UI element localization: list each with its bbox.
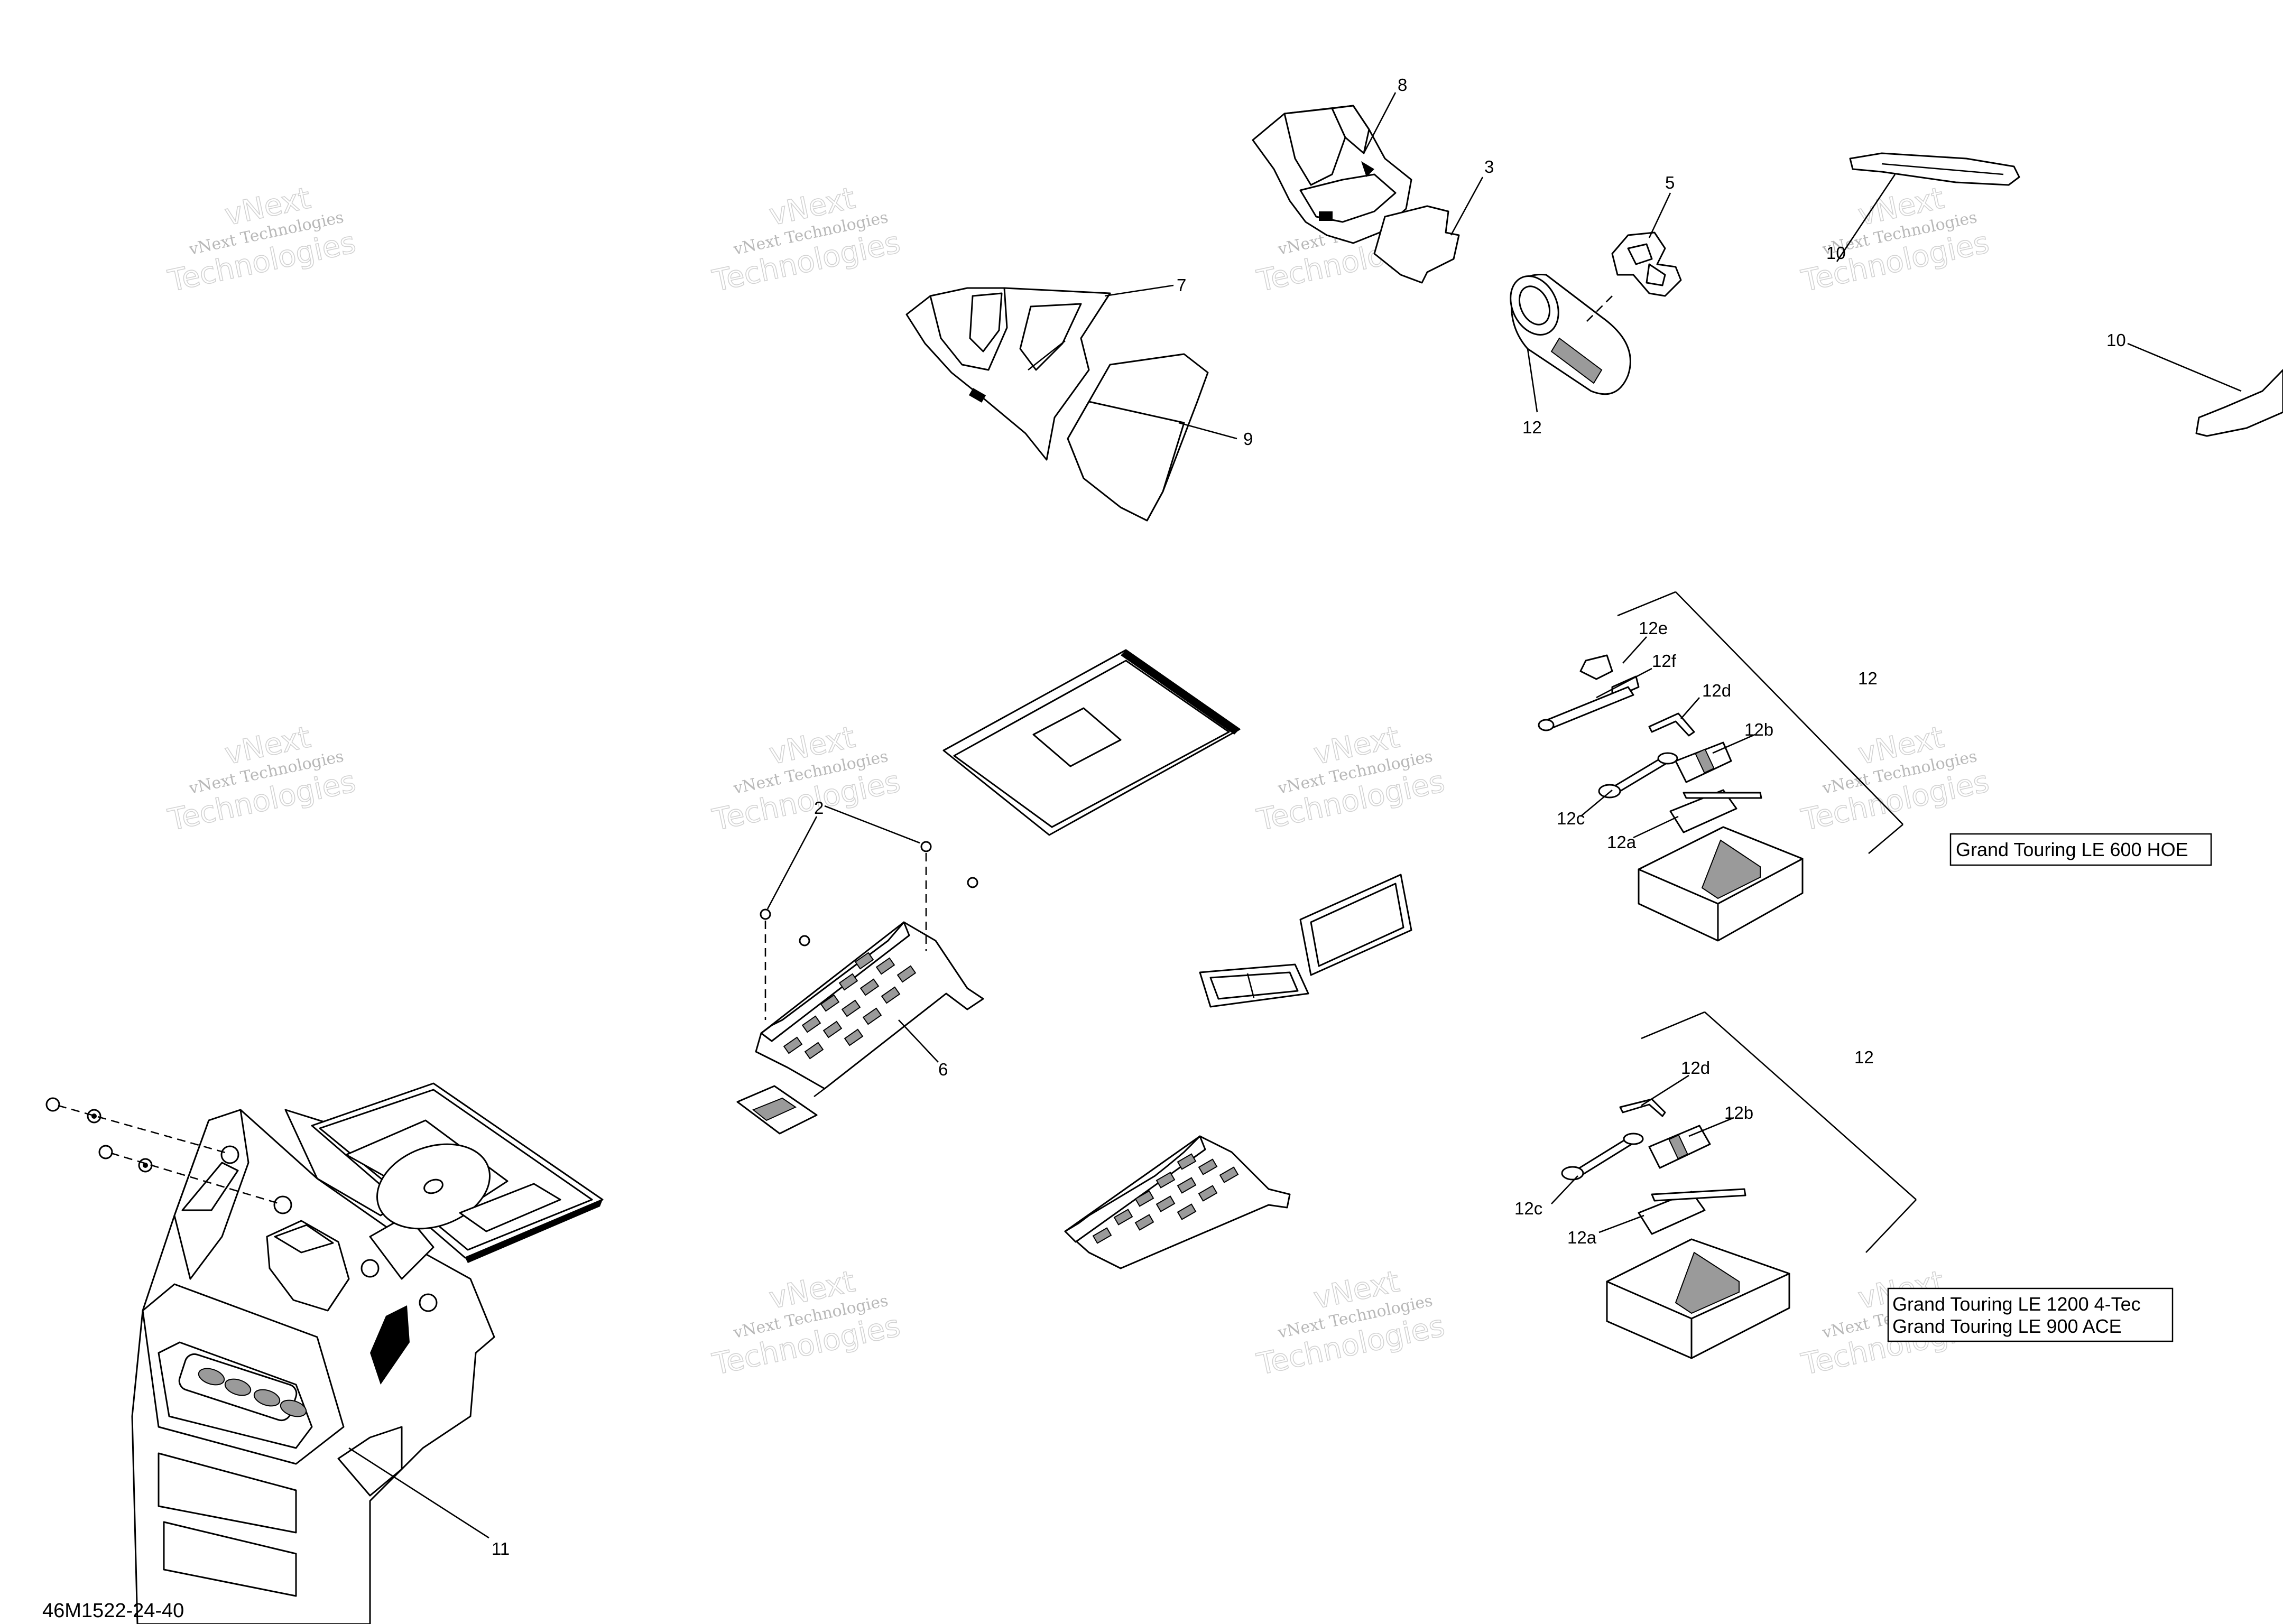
callout-12b-kit1: 12b xyxy=(1744,720,1773,739)
tag-card xyxy=(736,1085,818,1135)
callout-6: 6 xyxy=(938,1060,948,1079)
model-label-1200-4tec: Grand Touring LE 1200 4-Tec xyxy=(1892,1293,2141,1315)
callout-12d-kit2: 12d xyxy=(1681,1058,1710,1078)
part-12-bottle xyxy=(1510,274,1631,395)
watermark: vNext vNext Technologies Technologies xyxy=(1798,181,1992,299)
model-box-600: Grand Touring LE 600 HOE xyxy=(1949,833,2212,866)
callout-8: 8 xyxy=(1398,75,1407,95)
callout-12-bottle: 12 xyxy=(1522,417,1542,437)
brand-badge xyxy=(178,1353,307,1422)
watermark: vNext vNext Technologies Technologies xyxy=(1798,720,1992,838)
fasteners-windshield xyxy=(45,1097,281,1205)
step-plate-slots xyxy=(783,952,917,1060)
callout-10-top: 10 xyxy=(1826,243,1846,263)
manual-sheet xyxy=(942,649,1241,836)
part-9-storage-pouch xyxy=(1067,353,1209,522)
tool-kit-2 xyxy=(1561,1098,1790,1359)
callout-labels: 8 3 5 7 9 12 10 10 2 6 11 12 12e 12f 12d… xyxy=(492,75,2126,1558)
watermark: vNext vNext Technologies Technologies xyxy=(709,720,903,838)
callout-12e: 12e xyxy=(1639,618,1668,638)
callout-12a-kit1: 12a xyxy=(1607,832,1637,852)
callout-12c-kit2: 12c xyxy=(1514,1199,1542,1218)
part-7-storage-bag xyxy=(905,287,1111,461)
watermark: vNext vNext Technologies Technologies xyxy=(1253,720,1448,838)
callout-11: 11 xyxy=(492,1539,510,1558)
part-10-pad-top xyxy=(1849,152,2020,186)
callout-12a-kit2: 12a xyxy=(1567,1228,1597,1247)
lower-plate-slots xyxy=(1092,1153,1239,1244)
watermark: vNext vNext Technologies Technologies xyxy=(164,181,359,299)
watermark: vNext vNext Technologies Technologies xyxy=(1253,1264,1448,1382)
diagram-reference-code: 46M1522-24-40 xyxy=(42,1600,184,1622)
callout-7: 7 xyxy=(1177,275,1186,295)
decal-plates xyxy=(1199,874,1412,1008)
step-plate-lower xyxy=(1064,1135,1291,1269)
callout-12c-kit1: 12c xyxy=(1557,809,1585,828)
callout-12b-kit2: 12b xyxy=(1724,1103,1753,1122)
callout-10-right: 10 xyxy=(2106,330,2126,350)
fasteners-part-2 xyxy=(760,841,978,1020)
part-6-step-plate xyxy=(755,921,984,1098)
watermark: vNext vNext Technologies Technologies xyxy=(164,720,359,838)
callout-12f: 12f xyxy=(1652,651,1677,671)
tool-kit-1 xyxy=(1538,654,1804,942)
callout-12d-kit1: 12d xyxy=(1702,681,1731,700)
watermark: vNext vNext Technologies Technologies xyxy=(709,181,903,299)
part-8-bag-shell xyxy=(1252,105,1412,244)
callout-12-kit2: 12 xyxy=(1854,1047,1874,1067)
manual-with-disc xyxy=(311,1082,604,1263)
part-5-clip xyxy=(1611,231,1682,297)
model-box-1200-900: Grand Touring LE 1200 4-Tec Grand Tourin… xyxy=(1887,1287,2174,1342)
part-3-bracket xyxy=(1373,205,1460,284)
callout-5: 5 xyxy=(1665,173,1675,192)
callout-12-kit1: 12 xyxy=(1858,669,1878,688)
callout-3: 3 xyxy=(1484,157,1494,177)
model-label-600-hoe: Grand Touring LE 600 HOE xyxy=(1956,839,2188,860)
leader-lines xyxy=(348,92,2242,1539)
watermark: vNext vNext Technologies Technologies xyxy=(709,1264,903,1382)
callout-9: 9 xyxy=(1243,429,1253,449)
model-label-900-ace: Grand Touring LE 900 ACE xyxy=(1892,1315,2122,1337)
part-10-pad-right xyxy=(2195,369,2283,437)
callout-2: 2 xyxy=(814,798,824,818)
